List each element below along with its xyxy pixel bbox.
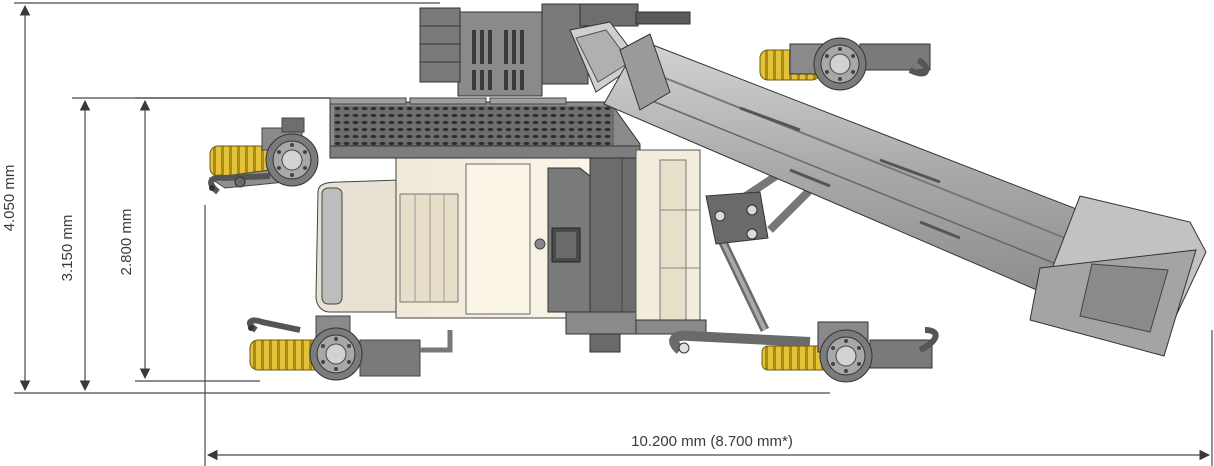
height-top-label: 3.150 mm (59, 215, 76, 282)
front-frame (635, 149, 813, 335)
wheel-rear-lower (309, 327, 363, 381)
discharge-conveyor (603, 33, 1207, 357)
height-body-label: 2.800 mm (118, 209, 135, 276)
dimension-lines (14, 2, 1213, 466)
top-air-box (419, 3, 691, 97)
wheel-rear-upper (265, 133, 319, 187)
length-label: 10.200 mm (8.700 mm*) (631, 433, 793, 450)
front-upper-track (759, 37, 931, 91)
front-lower-track (669, 321, 939, 383)
height-total-label: 4.050 mm (1, 165, 18, 232)
engine-housing (315, 97, 641, 353)
